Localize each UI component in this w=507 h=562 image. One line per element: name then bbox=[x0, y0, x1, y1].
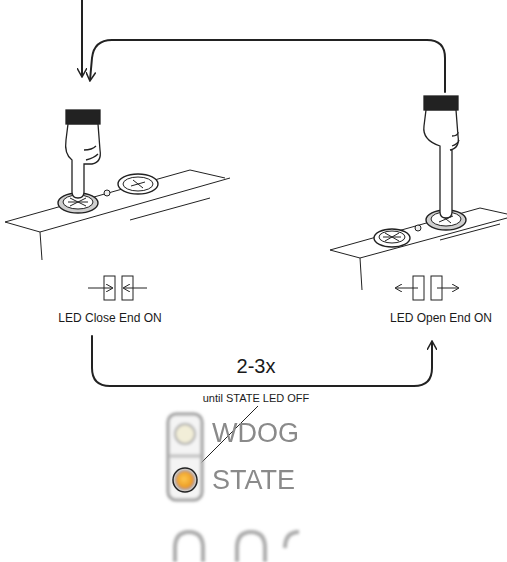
led-status-label: LED Open End ON bbox=[387, 312, 495, 325]
pressing-hand-right bbox=[424, 96, 459, 218]
return-arrow bbox=[90, 40, 445, 92]
led-panel bbox=[168, 414, 299, 562]
open-end-icon bbox=[396, 276, 458, 300]
panel-led-name: WDOG bbox=[212, 419, 299, 449]
repeat-count: 2-3x bbox=[234, 355, 279, 377]
control-unit-left bbox=[5, 170, 230, 260]
panel-led-name: STATE bbox=[212, 466, 295, 496]
close-end-icon bbox=[88, 276, 147, 300]
repeat-arrow bbox=[92, 336, 432, 386]
led-highlight bbox=[173, 468, 197, 492]
entry-arrow bbox=[81, 0, 83, 76]
led-status-label: LED Close End ON bbox=[55, 312, 164, 325]
pressing-hand-left bbox=[66, 110, 101, 198]
repeat-condition: until STATE LED OFF bbox=[200, 392, 313, 404]
